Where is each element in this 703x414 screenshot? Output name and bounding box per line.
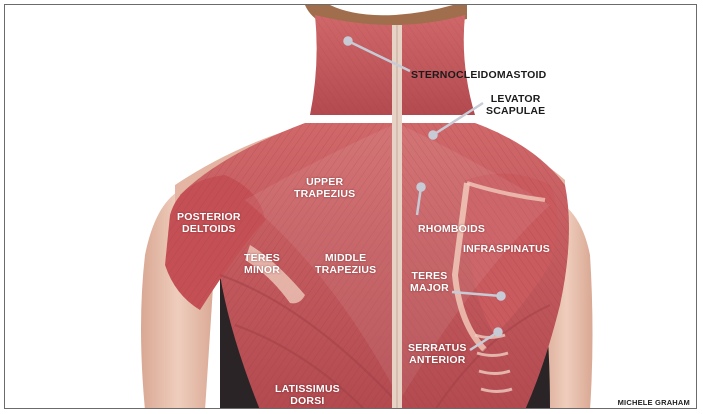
label-sternocleidomastoid: STERNOCLEIDOMASTOID [411, 69, 547, 81]
scapula-edge [451, 182, 488, 353]
label-posterior-deltoids: POSTERIOR DELTOIDS [177, 211, 241, 235]
label-rhomboids: RHOMBOIDS [418, 223, 486, 235]
label-levator-scapulae: LEVATOR SCAPULAE [486, 93, 546, 117]
label-middle-trapezius: MIDDLE TRAPEZIUS [315, 252, 377, 276]
illustration-frame: STERNOCLEIDOMASTOID LEVATOR SCAPULAE UPP… [4, 4, 697, 409]
label-latissimus-dorsi: LATISSIMUS DORSI [275, 383, 340, 407]
back-muscles-illustration [141, 5, 593, 408]
scapula-spine [466, 181, 546, 202]
label-infraspinatus: INFRASPINATUS [463, 243, 550, 255]
label-upper-trapezius: UPPER TRAPEZIUS [294, 176, 356, 200]
label-serratus-anterior: SERRATUS ANTERIOR [408, 342, 467, 366]
teres-minor-patch [245, 245, 305, 304]
label-teres-major: TERES MAJOR [410, 270, 449, 294]
leader-lines [343, 36, 506, 352]
label-teres-minor: TERES MINOR [244, 252, 281, 276]
artist-credit: MICHELE GRAHAM [617, 398, 690, 407]
